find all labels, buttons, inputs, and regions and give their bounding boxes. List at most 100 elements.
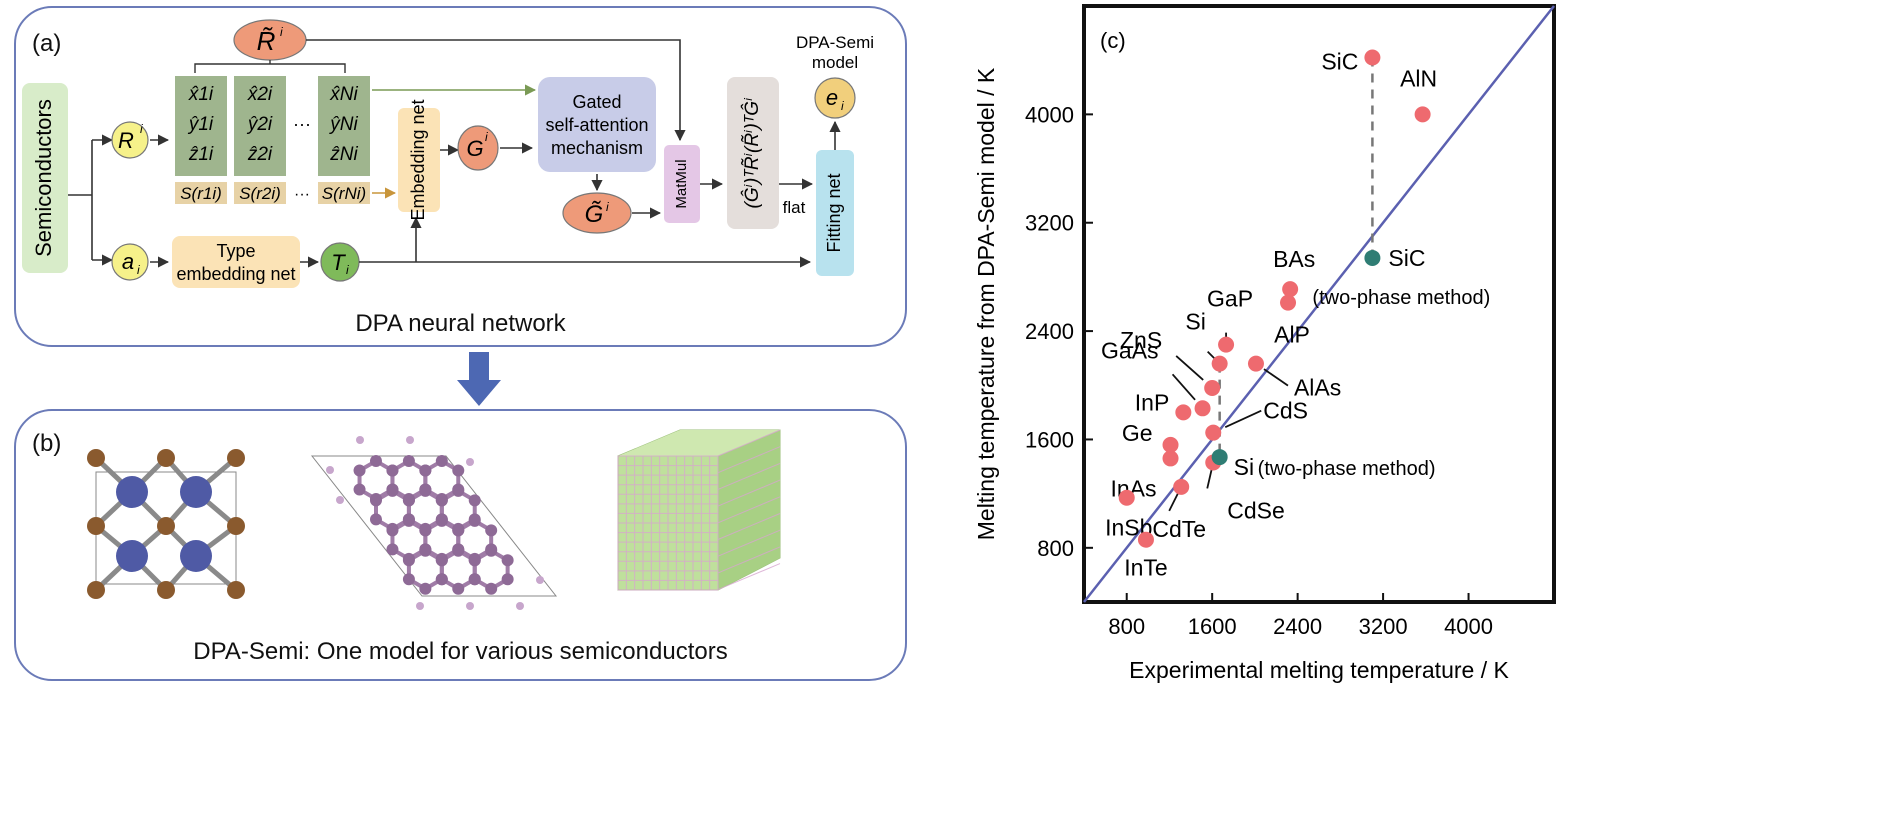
point-label: AlAs	[1294, 375, 1341, 401]
semiconductors-label: Semiconductors	[31, 99, 56, 257]
data-point-alas	[1247, 355, 1264, 372]
data-point-zns	[1204, 379, 1221, 396]
e-i-node	[814, 77, 856, 119]
coord-column-n	[318, 76, 370, 176]
point-label: AlN	[1400, 65, 1437, 91]
point-note: (two-phase method)	[1258, 458, 1436, 480]
svg-text:i: i	[841, 99, 844, 113]
zincblende-structure	[87, 449, 245, 599]
x-tick-label: 1600	[1188, 614, 1237, 639]
data-point-cdte	[1173, 478, 1190, 495]
y-tick-label: 3200	[1025, 211, 1074, 236]
matmul-label: MatMul	[673, 159, 690, 208]
point-label: AlP	[1274, 322, 1310, 348]
point-label: CdSe	[1227, 497, 1285, 523]
e-i-label: e	[826, 85, 838, 110]
label-leader	[1263, 368, 1289, 387]
y-tick-label: 800	[1037, 536, 1074, 561]
data-point-alp	[1280, 294, 1297, 311]
r-tilde-label: R̃	[257, 26, 276, 56]
point-label: CdS	[1263, 398, 1308, 424]
point-label: Si	[1185, 309, 1205, 335]
data-point-si	[1211, 449, 1228, 466]
coord-column-1	[175, 76, 227, 176]
panel-a-caption: DPA neural network	[355, 310, 566, 337]
label-leader	[1168, 492, 1180, 512]
dpa-network-diagram: Semiconductors R i a i R̃ i x̂1i ŷ1i ẑ1i…	[22, 19, 874, 288]
panel-b-letter: (b)	[32, 430, 62, 457]
svg-text:i: i	[140, 122, 143, 136]
data-point-gaas	[1194, 400, 1211, 417]
point-label: GaAs	[1101, 337, 1159, 363]
plot-frame	[1082, 4, 1556, 604]
coln-y: ŷNi	[328, 114, 358, 135]
y-tick-label: 2400	[1025, 319, 1074, 344]
x-axis-label: Experimental melting temperature / K	[1129, 657, 1509, 683]
data-point-si	[1211, 355, 1228, 372]
point-label: Si	[1234, 454, 1254, 480]
data-point-cds	[1205, 424, 1222, 441]
fitting-net-label: Fitting net	[824, 173, 844, 252]
data-point-bas	[1282, 281, 1299, 298]
type-embed-line1: Type	[216, 241, 255, 261]
gated-line1: Gated	[572, 92, 621, 112]
label-leader	[1206, 468, 1213, 489]
panel-a-letter: (a)	[32, 30, 62, 57]
svg-text:i: i	[606, 200, 609, 214]
svg-text:i: i	[280, 25, 283, 39]
svg-text:i: i	[485, 130, 488, 144]
data-point-sic	[1364, 49, 1381, 66]
dpa-semi-model-line2: model	[812, 53, 858, 72]
a-i-node	[111, 243, 149, 281]
s-box-n	[318, 182, 370, 204]
data-point-sic	[1364, 249, 1381, 266]
g-i-node	[457, 125, 499, 171]
data-point-aln	[1414, 106, 1431, 123]
embedding-net-box	[398, 108, 440, 212]
s-box-2	[234, 182, 286, 204]
point-label: CdTe	[1152, 516, 1206, 542]
g-tilde-label: G̃	[585, 201, 604, 228]
col1-z: ẑ1i	[188, 144, 214, 165]
point-label: Ge	[1122, 420, 1153, 446]
svg-text:i: i	[137, 263, 140, 277]
x-tick-label: 2400	[1273, 614, 1322, 639]
col1-x: x̂1i	[188, 84, 214, 105]
col2-x: x̂2i	[247, 84, 273, 105]
y-tick-label: 1600	[1025, 427, 1074, 452]
honeycomb-structure	[310, 436, 558, 610]
down-arrow-icon	[457, 352, 501, 406]
svg-text:i: i	[346, 263, 349, 277]
y-axis-label: Melting temperature from DPA-Semi model …	[973, 67, 999, 540]
data-point-insb	[1118, 489, 1135, 506]
g-i-label: G	[466, 136, 483, 161]
gated-line2: self-attention	[545, 115, 648, 135]
point-label: ZnS	[1120, 327, 1162, 353]
label-leader	[1175, 355, 1204, 381]
point-label: InTe	[1124, 555, 1167, 581]
type-embedding-box	[172, 236, 300, 288]
data-point-ge	[1162, 436, 1179, 453]
bulk-slab-structure	[617, 429, 781, 591]
label-leader	[1224, 409, 1262, 428]
x-tick-label: 4000	[1444, 614, 1493, 639]
r-i-label: R	[118, 128, 134, 153]
embedding-net-label: Embedding net	[408, 99, 428, 220]
data-point-inas	[1162, 450, 1179, 467]
data-point-inp	[1175, 404, 1192, 421]
t-i-label: T	[331, 250, 346, 275]
column-ellipsis: ···	[293, 114, 311, 134]
point-label: InP	[1135, 389, 1170, 415]
flat-label: flat	[783, 198, 806, 217]
formula-label: (Ĝⁱ)ᵀR̃ⁱ(R̃ⁱ)ᵀĜⁱ	[741, 98, 763, 209]
coln-z: ẑNi	[329, 144, 358, 165]
data-point-gap	[1218, 336, 1235, 353]
col1-y: ŷ1i	[187, 114, 214, 135]
matmul-box	[664, 145, 700, 223]
g-tilde-node	[562, 192, 632, 234]
s-box-1	[175, 182, 227, 204]
dpa-semi-model-line1: DPA-Semi	[796, 33, 874, 52]
col2-y: ŷ2i	[246, 114, 273, 135]
x-tick-label: 3200	[1359, 614, 1408, 639]
coord-column-2	[234, 76, 286, 176]
